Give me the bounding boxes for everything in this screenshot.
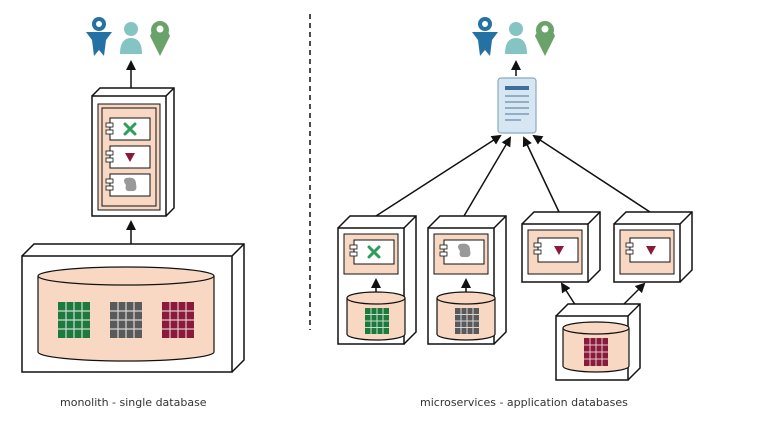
data-grid-green [58, 302, 90, 338]
arrow-service3-to-ui [522, 136, 560, 213]
user-group-right [472, 17, 555, 56]
heart-component-icon [125, 153, 135, 162]
user-teal-icon [120, 22, 142, 54]
user-blue-icon [472, 17, 498, 56]
component-heart [105, 145, 151, 169]
monolith-caption: monolith - single database [60, 396, 207, 409]
blob-component-icon [458, 243, 471, 258]
monolith-database-server [21, 243, 245, 373]
data-grid-gray [455, 308, 479, 334]
arrow-service2-to-ui [463, 136, 512, 217]
arrow-service4-to-ui [532, 134, 651, 213]
microservice-heart-a [521, 211, 601, 283]
x-component-icon [123, 122, 137, 136]
microservice-heart-b [613, 211, 693, 283]
x-component-icon [367, 245, 381, 259]
component-x [105, 117, 151, 141]
heart-component-icon [554, 246, 564, 255]
user-group-left [86, 17, 170, 56]
microservice-x [337, 215, 417, 345]
data-grid-maroon [584, 338, 608, 366]
heart-component-icon [646, 246, 656, 255]
user-teal-icon [505, 22, 527, 54]
monolith-app-server [91, 87, 175, 217]
ui-document-icon [497, 77, 537, 134]
shared-database-server [555, 303, 641, 381]
user-blue-icon [86, 17, 112, 56]
blob-component-icon [124, 177, 137, 192]
user-green-icon [535, 21, 555, 56]
data-grid-green [365, 308, 389, 334]
component-blob [105, 173, 151, 197]
arrow-service1-to-ui [375, 134, 502, 217]
user-green-icon [150, 21, 170, 56]
data-grid-gray [110, 302, 142, 338]
microservices-caption: microservices - application databases [420, 396, 628, 409]
data-grid-maroon [162, 302, 194, 338]
microservice-blob [427, 215, 507, 345]
database-cylinder-icon [436, 291, 496, 341]
